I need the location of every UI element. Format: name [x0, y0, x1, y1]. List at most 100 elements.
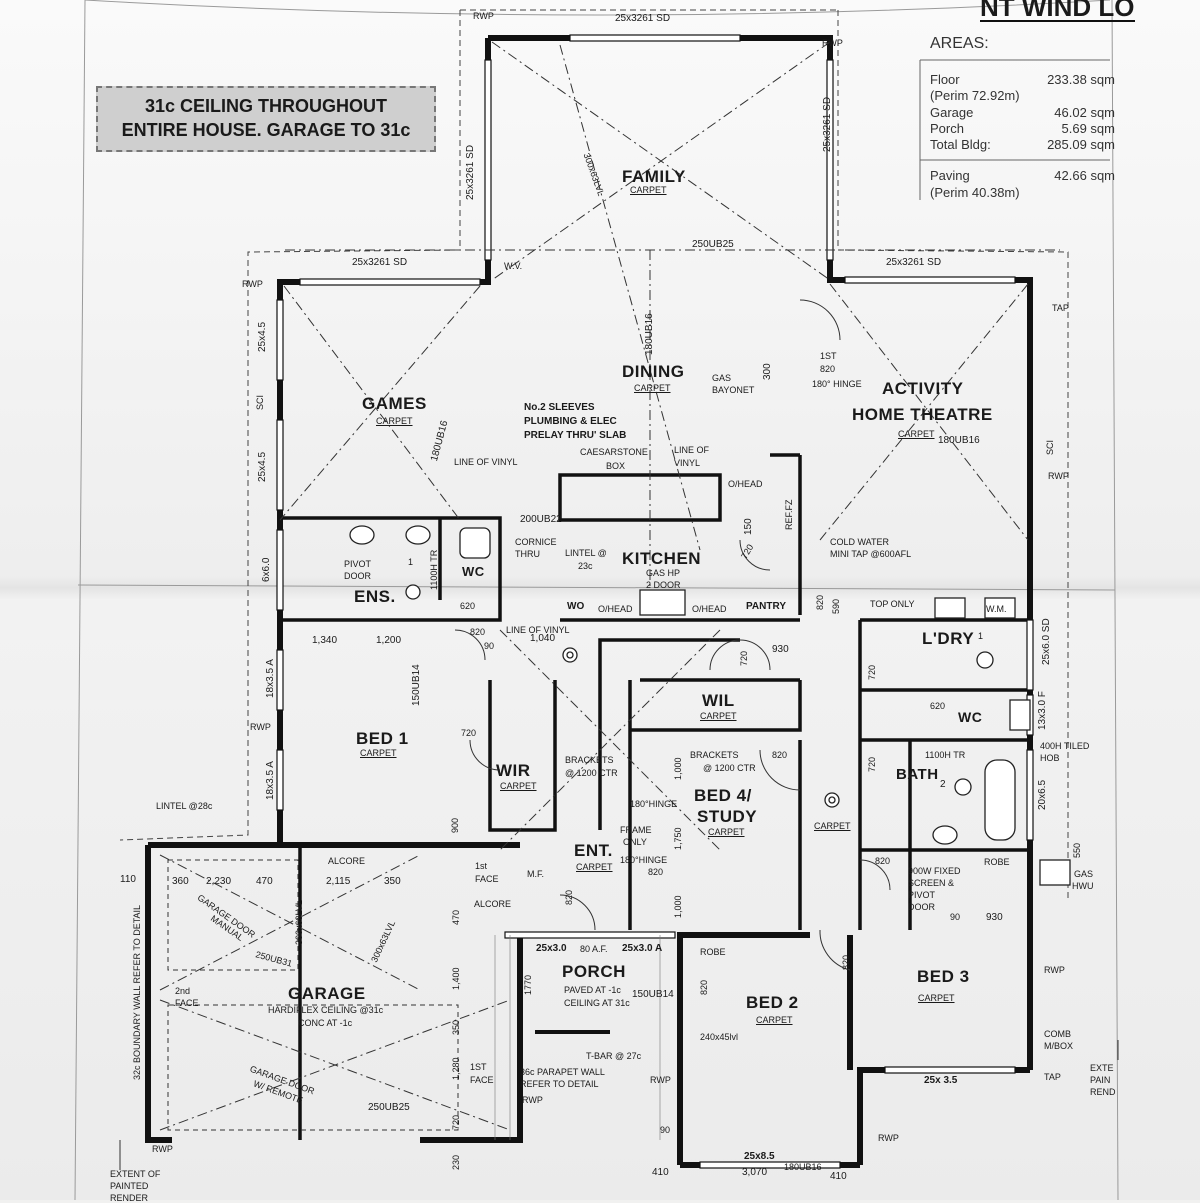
note-parapet: REFER TO DETAIL [520, 1079, 599, 1089]
beam-label: 250UB25 [692, 239, 734, 250]
area-row: Total Bldg:285.09 sqm [930, 137, 1115, 152]
note-tbar: T-BAR @ 27c [586, 1051, 642, 1061]
note-sleeves: PRELAY THRU' SLAB [524, 430, 627, 441]
beam-label: 150UB14 [632, 989, 674, 1000]
note-alcore: ALCORE [328, 856, 366, 866]
note-lintel: LINTEL @28c [156, 801, 213, 811]
dim-label: 350 [384, 876, 401, 887]
dim-label: 90 [660, 1125, 671, 1135]
note-comb: COMB [1044, 1029, 1071, 1039]
dim-label: 820 [841, 954, 851, 970]
room-garage: GARAGE [288, 984, 366, 1003]
dim-label: 2,115 [326, 876, 351, 887]
beam-label: 150UB14 [411, 664, 422, 706]
note-face: FACE [175, 998, 199, 1008]
note-gashp: GAS HP [646, 568, 681, 578]
dim-label: 620 [460, 601, 476, 611]
note-gashwu: HWU [1072, 881, 1094, 891]
window-label: 25x3.0 A [622, 943, 663, 954]
room-laundry: L'DRY [922, 629, 975, 648]
room-wc: WC [462, 564, 485, 579]
ceiling-note: 31c CEILING THROUGHOUT ENTIRE HOUSE. GAR… [96, 86, 436, 152]
note-hinge: 180°HINGE [620, 855, 668, 865]
dim-label: 1,400 [451, 967, 461, 990]
rwp-label: RWP [822, 38, 843, 48]
rwp-label: RWP [522, 1095, 543, 1105]
room-porch: PORCH [562, 962, 626, 981]
dim-label: 820 [648, 867, 664, 877]
note-brackets: @ 1200 CTR [703, 763, 756, 773]
rwp-label: RWP [152, 1144, 173, 1154]
areas-heading: AREAS: [930, 35, 989, 52]
dim-label: 1,750 [673, 827, 683, 850]
note-hardiflex: HARDIFLEX CEILING @31c [268, 1005, 384, 1015]
note-alcore: ALCORE [474, 899, 512, 909]
label-ohead: O/HEAD [692, 604, 727, 614]
dim-label: 820 [875, 856, 891, 866]
dim-label: 620 [930, 701, 946, 711]
note-extent: REND [1090, 1087, 1116, 1097]
note-gas: BAYONET [712, 385, 755, 395]
ceiling-note-line1: 31c CEILING THROUGHOUT [144, 96, 388, 116]
note-tr: 1100H TR [429, 549, 439, 590]
room-ensuite: ENS. [354, 587, 396, 606]
beam-label: 250UB25 [368, 1102, 410, 1113]
dim-label: 720 [739, 650, 749, 666]
dim-label: 1,340 [312, 635, 338, 646]
dim-label: 410 [652, 1167, 669, 1178]
rwp-label: RWP [1048, 471, 1069, 481]
label-ohead: O/HEAD [598, 604, 633, 614]
note-screen: PIVOT [908, 890, 936, 900]
dim-label: 110 [120, 874, 136, 885]
room-wil: WIL [702, 691, 735, 710]
dim-label: 350 [451, 1019, 461, 1035]
note-caesarstone: BOX [606, 461, 626, 471]
room-games: GAMES [362, 394, 427, 413]
window-label: 80 A.F. [580, 944, 608, 954]
window-label: 6x6.0 [261, 557, 272, 582]
note-lintel: LINTEL @ [565, 548, 607, 558]
note-concrete: CONC AT -1c [298, 1018, 353, 1028]
dim-label: 930 [986, 912, 1003, 923]
rwp-label: RWP [650, 1075, 671, 1085]
finish-label: CARPET [360, 748, 397, 758]
dim-label: 820 [815, 594, 825, 610]
note-sci: SCI [1045, 439, 1055, 455]
finish-label: CARPET [630, 185, 667, 195]
note-parapet: 36c PARAPET WALL [520, 1067, 605, 1077]
finish-label: CARPET [898, 429, 935, 439]
room-entry: ENT. [574, 841, 613, 860]
finish-label: CARPET [700, 711, 737, 721]
note-tiled: HOB [1040, 753, 1060, 763]
dim-label: 720 [867, 756, 877, 772]
note-hinge: 1ST [820, 351, 837, 361]
note-ohead: O/HEAD [728, 479, 763, 489]
window-label: 20x6.5 [1037, 779, 1048, 810]
note-extent: EXTENT OF [110, 1169, 161, 1179]
note-extent: PAINTED [110, 1181, 149, 1191]
note-boundary: 32c BOUNDARY WALL REFER TO DETAIL [132, 904, 142, 1080]
dim-label: 720 [461, 728, 477, 738]
note-screen: DOOR [908, 902, 935, 912]
note-comb: M/BOX [1044, 1041, 1074, 1051]
note-face: 1ST [470, 1062, 487, 1072]
note-pivot: PIVOT [344, 559, 372, 569]
note-mf: M.F. [527, 869, 544, 879]
dim-label: 1,040 [530, 633, 556, 644]
note-sci: SCI [255, 394, 265, 410]
dim-label: 230 [451, 1154, 461, 1170]
window-label: 25x 3.5 [924, 1075, 958, 1086]
note-coldwater: COLD WATER [830, 537, 890, 547]
beam-label: 240x45lvl [700, 1032, 739, 1042]
note-tr: 1100H TR [925, 750, 966, 760]
room-bed4: BED 4/ [694, 786, 752, 805]
dim-label: 1 [978, 631, 984, 641]
window-label: 18x3.5 A [265, 761, 276, 800]
note-cornice: THRU [515, 549, 540, 559]
note-coldwater: MINI TAP @600AFL [830, 549, 912, 559]
beam-label: 200UB22 [520, 514, 562, 525]
note-wm: W.M. [986, 604, 1007, 614]
room-family: FAMILY [622, 167, 686, 186]
